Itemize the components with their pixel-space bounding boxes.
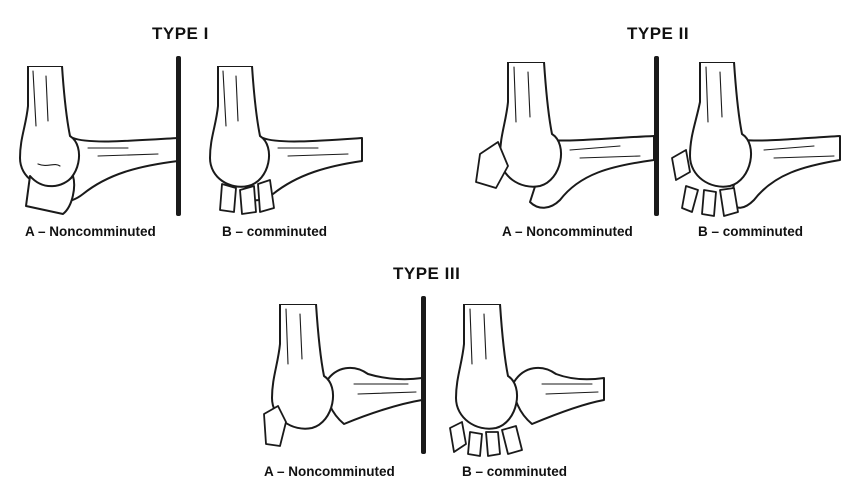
type-1b-elbow-illustration [208,66,364,216]
type-1b-caption: B – comminuted [222,224,328,239]
type-2b-elbow-illustration [664,62,842,218]
type-3b-elbow-illustration [446,304,606,458]
type-2-divider [654,56,659,216]
type-3b-caption: B – comminuted [462,464,568,479]
type-3-divider [421,296,426,454]
type-1-title: TYPE I [152,24,209,43]
type-2-title: TYPE II [627,24,690,43]
type-2a-caption: A – Noncomminuted [502,224,633,239]
type-3a-caption: A – Noncomminuted [264,464,395,479]
type-2a-elbow-illustration [470,62,656,214]
type-3a-elbow-illustration [258,304,424,458]
type-1a-elbow-illustration [18,66,180,216]
type-3-title: TYPE III [393,264,461,283]
type-1a-caption: A – Noncomminuted [25,224,156,239]
type-1-divider [176,56,181,216]
type-2b-caption: B – comminuted [698,224,804,239]
